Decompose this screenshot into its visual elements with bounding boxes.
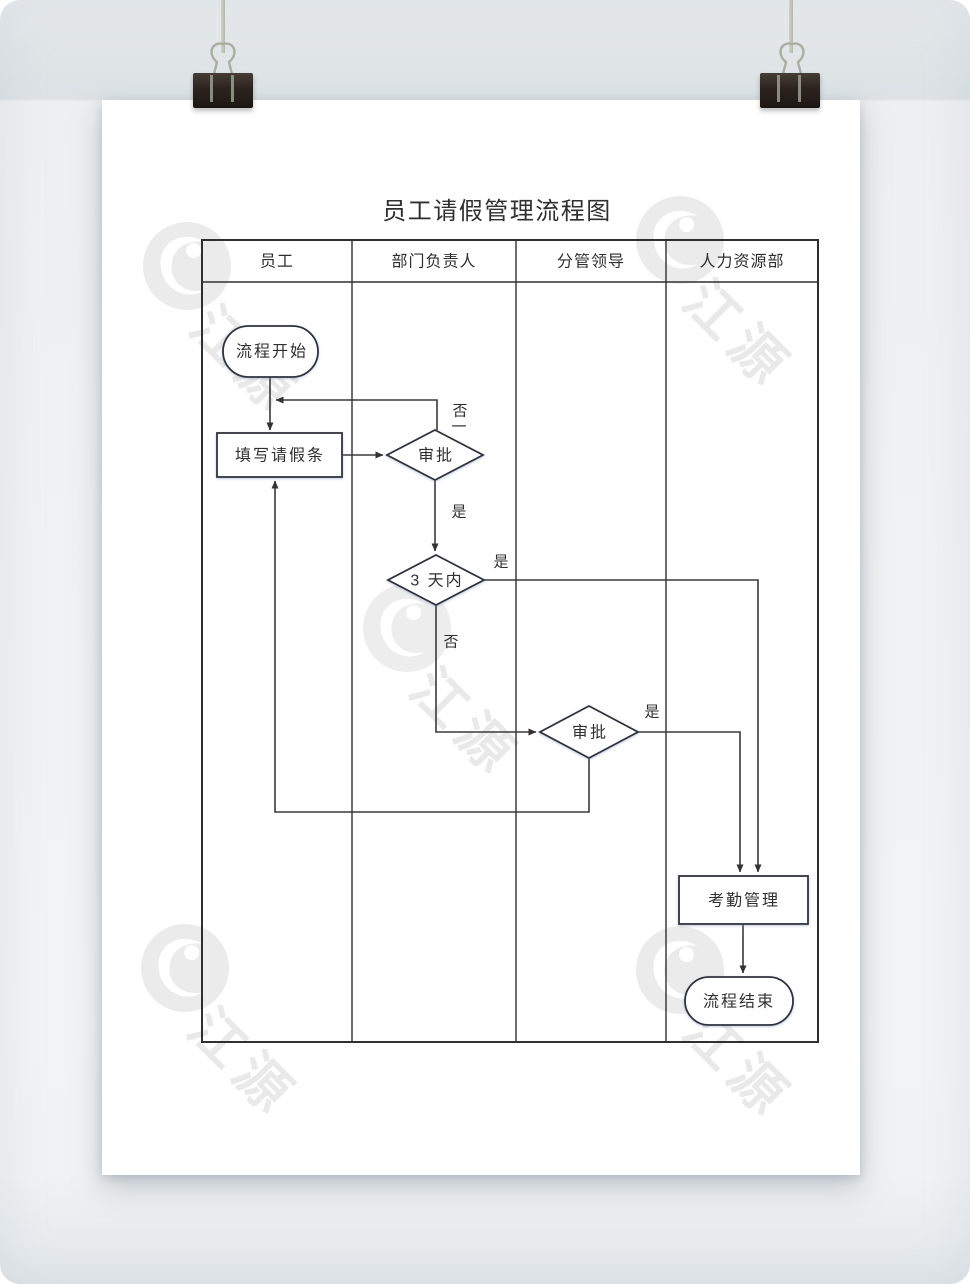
clip-string <box>789 0 793 53</box>
swimlane-table <box>201 239 819 1043</box>
edge-within3-yes-to-attendance <box>484 579 762 873</box>
node-attendance-label: 考勤管理 <box>708 892 780 910</box>
clip-wire-leg <box>798 75 801 102</box>
node-fill-form-process <box>216 432 343 478</box>
edge-label-dept-no: 否 <box>452 403 467 420</box>
clip-wire-handle-icon <box>779 42 805 80</box>
clip-wire-leg <box>231 75 234 102</box>
clip-wire-leg <box>777 75 780 102</box>
lane-header-leader: 分管领导 <box>557 253 625 271</box>
page-title: 员工请假管理流程图 <box>382 198 612 225</box>
lane-header-hr: 人力资源部 <box>699 253 784 271</box>
node-dept-approve-decision <box>385 428 485 482</box>
node-end-label: 流程结束 <box>703 993 775 1011</box>
node-attendance-process <box>678 875 809 925</box>
clip-wire-leg <box>210 75 213 102</box>
edge-label-within3-yes: 是 <box>493 554 508 571</box>
edge-leader-yes-to-attendance <box>638 731 744 873</box>
edge-label-dept-no-tick: 一 <box>451 419 466 436</box>
poster-paper: 江源 江源 江源 江源 <box>102 100 860 1175</box>
node-dept-approve-label: 审批 <box>418 447 454 465</box>
node-within-3-days-decision <box>386 553 486 607</box>
edge-within3-no-to-leader-approve <box>435 605 537 736</box>
node-within-3-days-label: 3 天内 <box>410 572 463 590</box>
edge-label-leader-yes: 是 <box>644 704 659 721</box>
node-start-label: 流程开始 <box>236 343 308 361</box>
clip-body <box>193 73 253 108</box>
node-leader-approve-decision <box>538 704 640 760</box>
edge-leader-no-return <box>271 480 590 813</box>
node-start-terminator <box>222 325 319 378</box>
clip-string <box>221 0 225 53</box>
clip-wire-handle-icon <box>210 42 236 80</box>
node-fill-form-label: 填写请假条 <box>235 447 325 465</box>
node-leader-approve-label: 审批 <box>572 724 608 742</box>
clip-body <box>760 73 820 108</box>
flowchart-svg: 员工 部门负责人 分管领导 人力资源部 否 一 是 是 否 是 <box>201 239 819 1043</box>
node-end-terminator <box>684 976 794 1026</box>
lane-header-employee: 员工 <box>260 253 294 271</box>
edge-dept-approve-no <box>275 396 438 430</box>
edge-label-dept-yes: 是 <box>451 504 466 521</box>
table-outer-border <box>201 239 819 1043</box>
edge-label-within3-no: 否 <box>443 634 458 651</box>
lane-header-dept-manager: 部门负责人 <box>391 253 476 271</box>
